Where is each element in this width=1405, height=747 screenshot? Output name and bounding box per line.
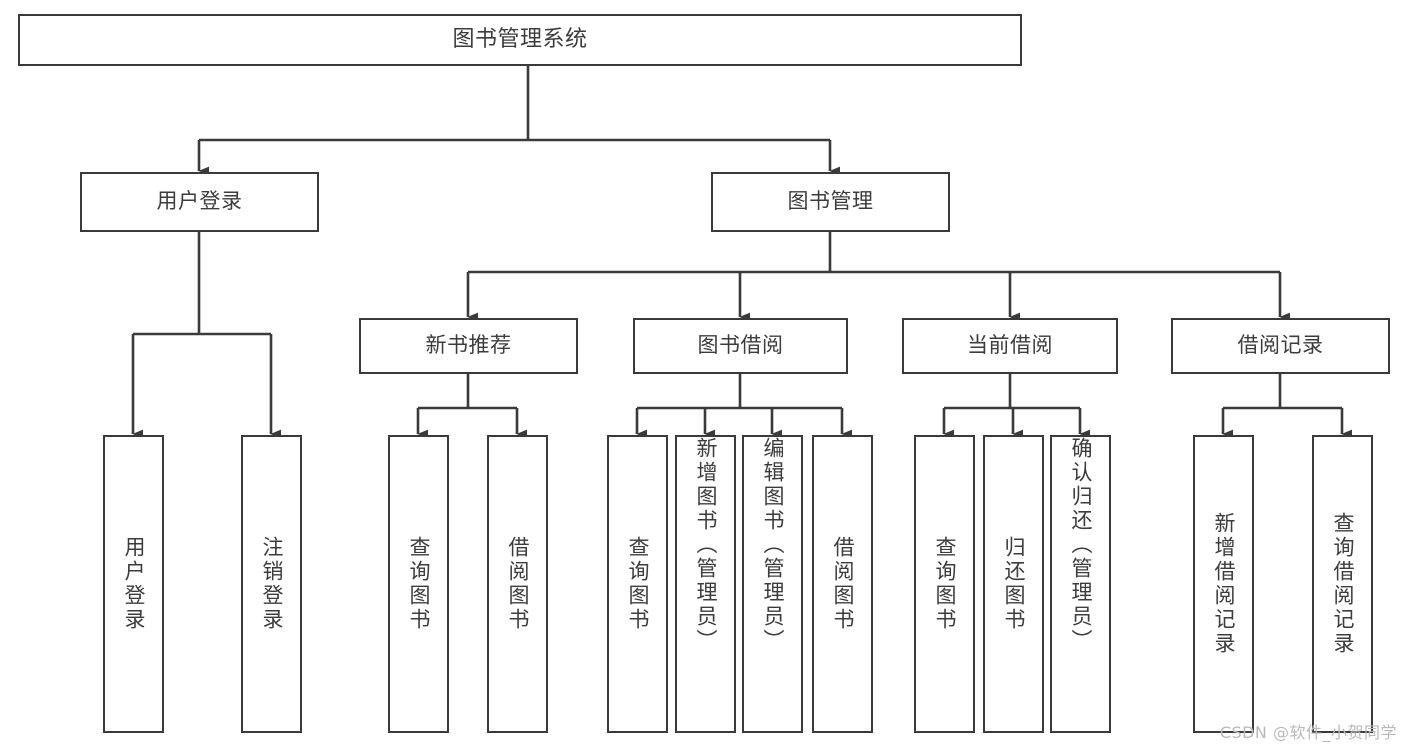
node-root-book-management-system[interactable]: 图书管理系统 [18,14,1022,66]
node-new-book-recommend[interactable]: 新书推荐 [359,318,578,374]
node-book-borrow[interactable]: 图书借阅 [633,318,848,374]
node-label: 用户登录 [122,536,146,632]
node-user-login[interactable]: 用户登录 [80,172,319,232]
node-label: 新增借阅记录 [1212,512,1236,656]
leaf-query-book-recommend[interactable]: 查询图书 [388,435,449,733]
node-label: 图书借阅 [697,333,784,358]
leaf-borrow-book[interactable]: 借阅图书 [812,435,873,733]
node-label: 查询图书 [407,536,431,632]
node-label: 借阅记录 [1237,333,1324,358]
leaf-add-borrow-record[interactable]: 新增借阅记录 [1193,435,1254,733]
node-label: 归还图书 [1002,536,1026,632]
leaf-add-book-admin[interactable]: 新增图书（管理员） [675,435,736,733]
leaf-query-book-borrow[interactable]: 查询图书 [607,435,668,733]
node-current-borrow[interactable]: 当前借阅 [902,318,1118,374]
leaf-query-book-current[interactable]: 查询图书 [914,435,975,733]
leaf-query-borrow-record[interactable]: 查询借阅记录 [1312,435,1373,733]
node-label: 图书管理系统 [452,26,588,52]
node-label: 新增图书（管理员） [694,437,718,653]
node-label: 借阅图书 [506,536,530,632]
node-label: 用户登录 [156,189,243,214]
node-label: 查询借阅记录 [1331,512,1355,656]
node-label: 借阅图书 [831,536,855,632]
leaf-user-login[interactable]: 用户登录 [103,435,164,733]
node-label: 确认归还（管理员） [1069,437,1093,653]
node-label: 新书推荐 [425,333,512,358]
node-label: 当前借阅 [967,333,1053,358]
leaf-confirm-return-admin[interactable]: 确认归还（管理员） [1050,435,1111,733]
node-label: 注销登录 [260,536,284,632]
node-borrow-record[interactable]: 借阅记录 [1171,318,1390,374]
leaf-edit-book-admin[interactable]: 编辑图书（管理员） [742,435,803,733]
leaf-borrow-book-recommend[interactable]: 借阅图书 [487,435,548,733]
leaf-logout-login[interactable]: 注销登录 [241,435,302,733]
csdn-watermark: CSDN @软件_小贺同学 [1219,723,1397,742]
node-label: 编辑图书（管理员） [761,437,785,653]
node-label: 图书管理 [787,189,874,214]
node-label: 查询图书 [933,536,957,632]
node-book-management[interactable]: 图书管理 [711,172,950,232]
leaf-return-book[interactable]: 归还图书 [983,435,1044,733]
node-label: 查询图书 [626,536,650,632]
